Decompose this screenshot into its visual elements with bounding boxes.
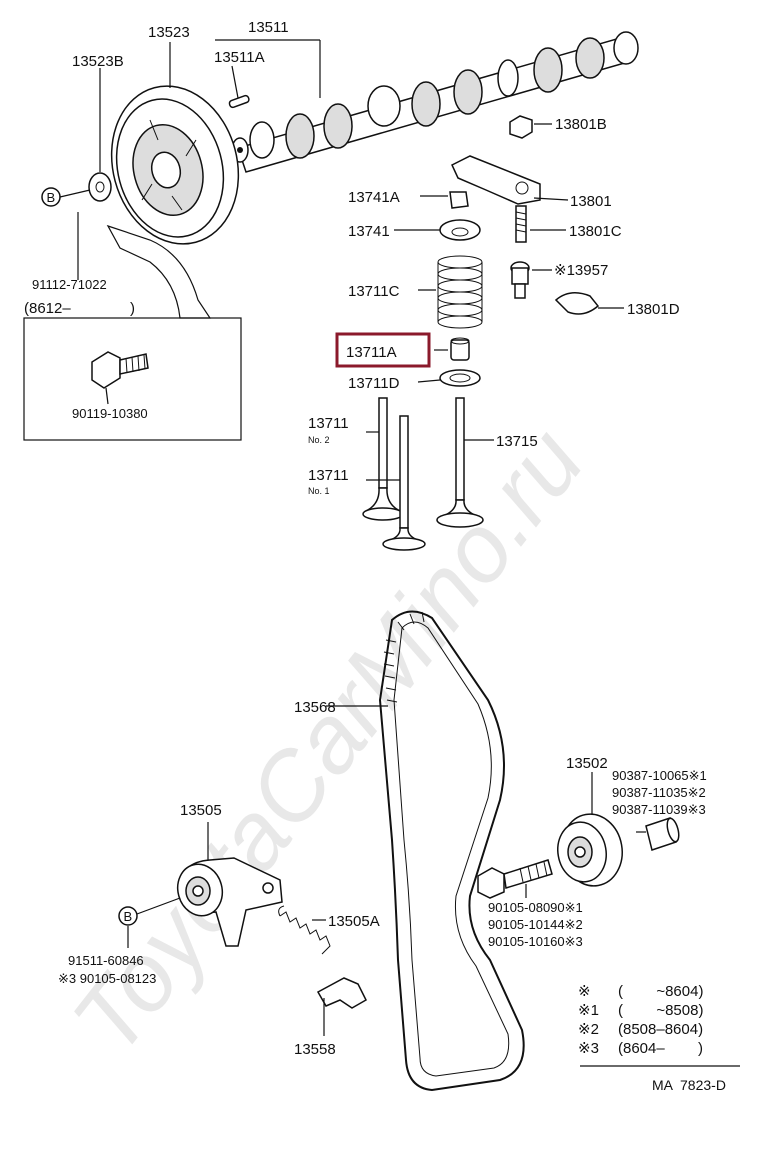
label-no2: No. 2: [308, 435, 330, 445]
label-13511: 13511: [248, 19, 289, 36]
label-13741: 13741: [348, 223, 390, 240]
label-13715: 13715: [496, 433, 538, 450]
legend-range-2: (8508–8604): [618, 1021, 703, 1038]
label-13711-no1: 13711: [308, 467, 349, 484]
intake-valve-13711-no1: [382, 415, 426, 551]
label-13502: 13502: [566, 755, 608, 772]
bolt-reference-b: B: [41, 187, 61, 207]
label-13711a: 13711A: [346, 344, 397, 361]
bolt-90119-10380: [91, 351, 149, 389]
label-13801d: 13801D: [627, 301, 680, 318]
label-13711d: 13711D: [348, 375, 400, 392]
label-13505a: 13505A: [328, 913, 380, 930]
leader-lines: [77, 39, 740, 1067]
label-13711-no2: 13711: [308, 415, 349, 432]
label-90387-10065: 90387-10065※1: [612, 768, 707, 783]
legend: ※ ( ~8604) ※1 ( ~8508) ※2 (8508–8604) ※3…: [578, 983, 703, 1057]
timing-belt-inner: [393, 621, 510, 1077]
label-13801: 13801: [570, 193, 612, 210]
label-13505: 13505: [180, 802, 222, 819]
label-13711c: 13711C: [348, 283, 400, 300]
tension-spring-13505a: [278, 905, 331, 955]
label-13523: 13523: [148, 24, 190, 41]
inset-box: [23, 317, 242, 441]
label-13741a: 13741A: [348, 189, 400, 206]
clip-13801d: [554, 292, 600, 315]
timing-belt-13568: [378, 610, 525, 1092]
intake-valve-13711-no2: [362, 397, 404, 521]
spring-seat-13711d: [439, 369, 481, 387]
camshaft-13511: [231, 31, 639, 173]
label-90105-10160: 90105-10160※3: [488, 934, 583, 949]
label-13523b: 13523B: [72, 53, 124, 70]
legend-range-1: ( ~8508): [618, 1002, 703, 1019]
bracket-13558: [316, 977, 367, 1009]
label-90387-11039: 90387-11039※3: [612, 802, 706, 817]
label-no1: No. 1: [308, 486, 330, 496]
svg-text:B: B: [124, 909, 133, 924]
valve-keeper-13741a: [449, 191, 469, 209]
pulley-13523: [110, 85, 240, 245]
tensioner-13505: [176, 857, 283, 947]
label-91112-71022: 91112-71022: [32, 277, 107, 292]
legend-range-3: (8604– ): [618, 1040, 703, 1057]
label-90105-08090: 90105-08090※1: [488, 900, 583, 915]
legend-mark-1: ※1: [578, 1002, 599, 1019]
label-13568: 13568: [294, 699, 336, 716]
spring-retainer-13741: [439, 219, 481, 241]
legend-mark-3: ※3: [578, 1040, 599, 1057]
label-91511-60846: 91511-60846: [68, 953, 144, 968]
svg-text:B: B: [47, 190, 56, 205]
label-date-8612: (8612–: [24, 300, 71, 317]
label-13801b: 13801B: [555, 116, 607, 133]
nut-13801b: [509, 115, 533, 139]
washer-13523b: [88, 172, 112, 202]
label-90387-11035: 90387-11035※2: [612, 785, 706, 800]
bolt-90105: [477, 859, 553, 899]
label-13801c: 13801C: [569, 223, 622, 240]
adjusting-screw-13801c: [515, 205, 527, 243]
idler-pulley-13502: [557, 813, 623, 887]
legend-mark-2: ※2: [578, 1021, 599, 1038]
pivot-13957: [510, 261, 530, 299]
exhaust-valve-13715: [436, 397, 484, 528]
label-90105-08123: ※3 90105-08123: [58, 971, 156, 986]
valve-stem-seal-13711a: [450, 337, 470, 361]
valve-spring-13711c: [437, 255, 483, 329]
label-13511a: 13511A: [214, 49, 265, 66]
bolt-reference-b-2: B: [118, 906, 138, 926]
legend-mark-0: ※: [578, 983, 591, 1000]
label-13558: 13558: [294, 1041, 336, 1058]
pin-13511a: [228, 94, 250, 109]
highlight-box-13711a: [335, 332, 431, 368]
label-date-8612-close: ): [130, 300, 135, 317]
footer-code: MA 7823-D: [652, 1077, 726, 1093]
part-labels: 13523 13511 13511A 13523B 13801B 13741A …: [24, 19, 707, 1058]
label-13957: ※13957: [554, 262, 608, 279]
label-90119-10380: 90119-10380: [72, 406, 148, 421]
legend-range-0: ( ~8604): [618, 983, 703, 1000]
label-90105-10144: 90105-10144※2: [488, 917, 583, 932]
timing-belt-teeth: [383, 611, 425, 703]
collar-90387: [645, 817, 680, 851]
